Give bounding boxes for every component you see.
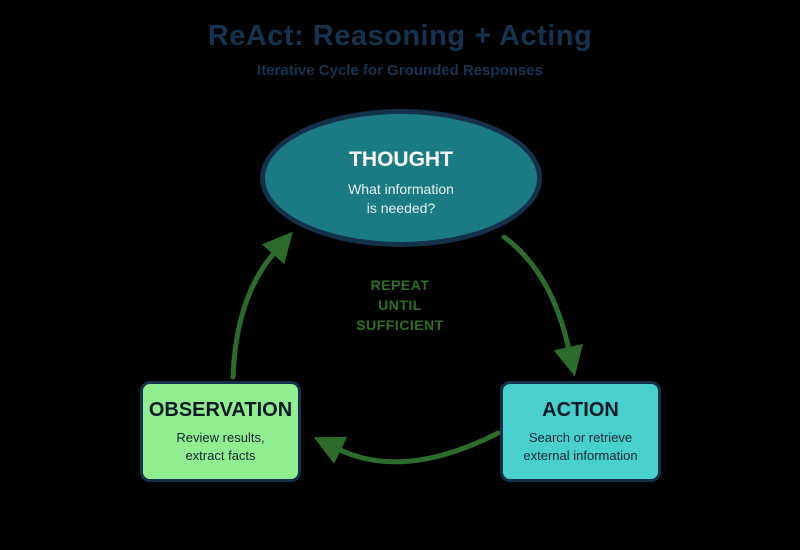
- observation-description-line2: extract facts: [185, 447, 256, 463]
- action-description-line2: external information: [523, 447, 638, 463]
- observation-label: OBSERVATION: [148, 398, 293, 421]
- thought-description: What information is needed?: [348, 180, 454, 218]
- arrow-action-to-observation: [313, 430, 501, 465]
- action-description: Search or retrieve external information: [523, 429, 637, 465]
- cycle-repeat-label-line2: UNTIL: [378, 297, 422, 313]
- diagram-title: ReAct: Reasoning + Acting: [207, 20, 593, 52]
- diagram-subtitle: Iterative Cycle for Grounded Responses: [257, 62, 543, 79]
- thought-label: THOUGHT: [349, 148, 453, 171]
- action-description-line1: Search or retrieve: [528, 429, 633, 445]
- node-thought: THOUGHT What information is needed?: [260, 109, 542, 247]
- arrow-observation-to-thought: [230, 231, 293, 380]
- cycle-repeat-label-line1: REPEAT: [370, 277, 430, 293]
- node-action: ACTION Search or retrieve external infor…: [500, 381, 661, 482]
- cycle-repeat-label-line3: SUFFICIENT: [356, 317, 444, 333]
- cycle-repeat-label: REPEAT UNTIL SUFFICIENT: [300, 275, 500, 335]
- node-observation: OBSERVATION Review results, extract fact…: [140, 381, 301, 482]
- observation-description-line1: Review results,: [176, 429, 265, 445]
- thought-description-line2: is needed?: [366, 200, 436, 216]
- arrow-thought-to-action: [501, 234, 584, 377]
- action-label: ACTION: [542, 398, 619, 421]
- thought-description-line1: What information: [348, 181, 454, 197]
- observation-description: Review results, extract facts: [176, 429, 264, 465]
